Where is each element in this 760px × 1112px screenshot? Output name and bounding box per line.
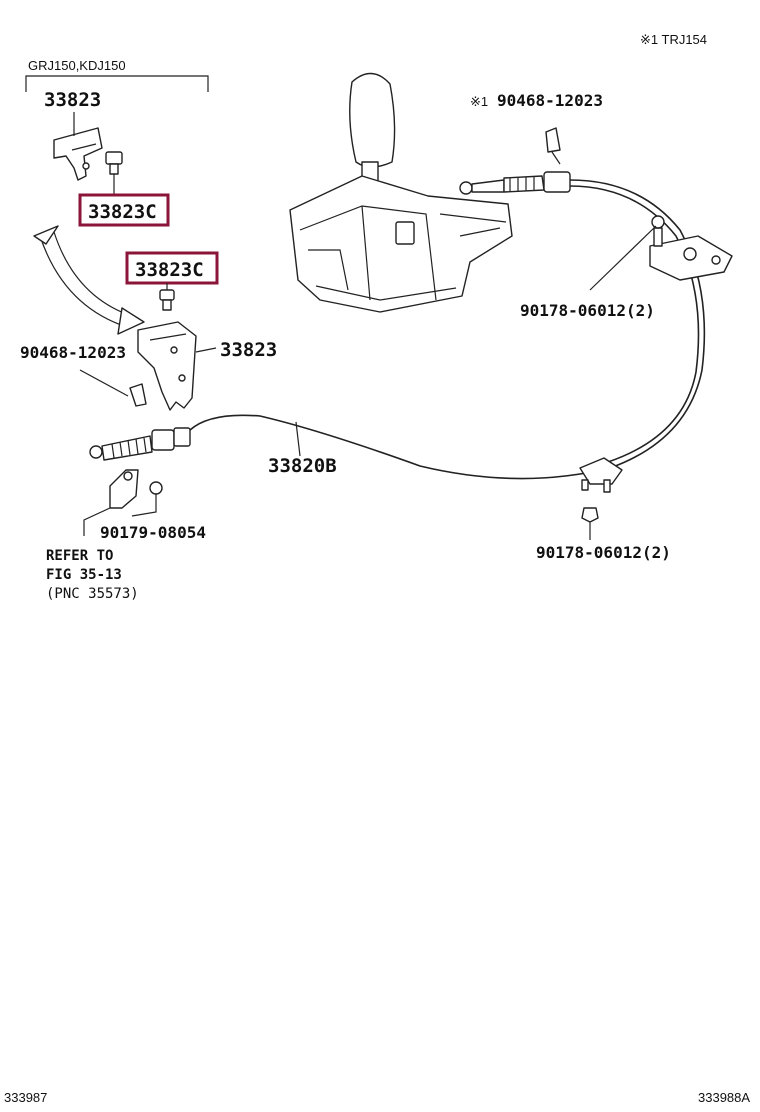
bracket-upper-drawing <box>53 112 103 181</box>
bracket-lower-drawing <box>137 321 197 411</box>
clip-lower-icon <box>129 383 147 407</box>
nut-lower-icon <box>581 507 599 523</box>
clip-bracket-small <box>109 469 139 509</box>
cable-upper-end <box>459 171 571 195</box>
ref-line-1[interactable]: REFER TO <box>46 548 113 564</box>
nut-small-icon <box>149 481 163 495</box>
mounting-plate-upper <box>649 215 733 281</box>
label-nut-small[interactable]: 90179-08054 <box>100 523 206 542</box>
transition-arrow <box>33 225 145 335</box>
note-trj154: ※1 TRJ154 <box>640 32 707 47</box>
image-code-left: 333987 <box>4 1090 47 1105</box>
label-cable[interactable]: 33820B <box>268 455 337 477</box>
highlight-33823c-upper[interactable]: 33823C <box>78 193 170 227</box>
highlight-33823c-lower[interactable]: 33823C <box>125 251 219 285</box>
ref-line-3[interactable]: (PNC 35573) <box>46 586 139 602</box>
label-nut-lower[interactable]: 90178-06012(2) <box>536 543 671 562</box>
label-bolt-lower: 33823C <box>135 259 204 281</box>
label-bolt-upper: 33823C <box>88 201 157 223</box>
image-code-right: 333988A <box>698 1090 750 1105</box>
bolt-upper-icon <box>105 151 123 194</box>
label-clip-upper-mark: ※1 <box>470 94 488 109</box>
model-bracket: GRJ150,KDJ150 <box>25 58 209 92</box>
label-bracket-upper[interactable]: 33823 <box>44 89 101 111</box>
label-clip-lower[interactable]: 90468-12023 <box>20 343 126 362</box>
bolt-lower-icon <box>159 283 175 311</box>
label-bracket-lower[interactable]: 33823 <box>220 339 277 361</box>
ref-line-2[interactable]: FIG 35-13 <box>46 567 122 583</box>
label-clip-upper[interactable]: 90468-12023 <box>497 91 603 110</box>
shift-lever-assembly <box>289 72 513 313</box>
clip-upper-icon <box>545 127 561 165</box>
cable-lower-end <box>89 427 191 461</box>
label-nut-upper[interactable]: 90178-06012(2) <box>520 301 655 320</box>
model-bracket-label: GRJ150,KDJ150 <box>28 58 126 73</box>
mounting-bracket-lower <box>579 457 623 493</box>
